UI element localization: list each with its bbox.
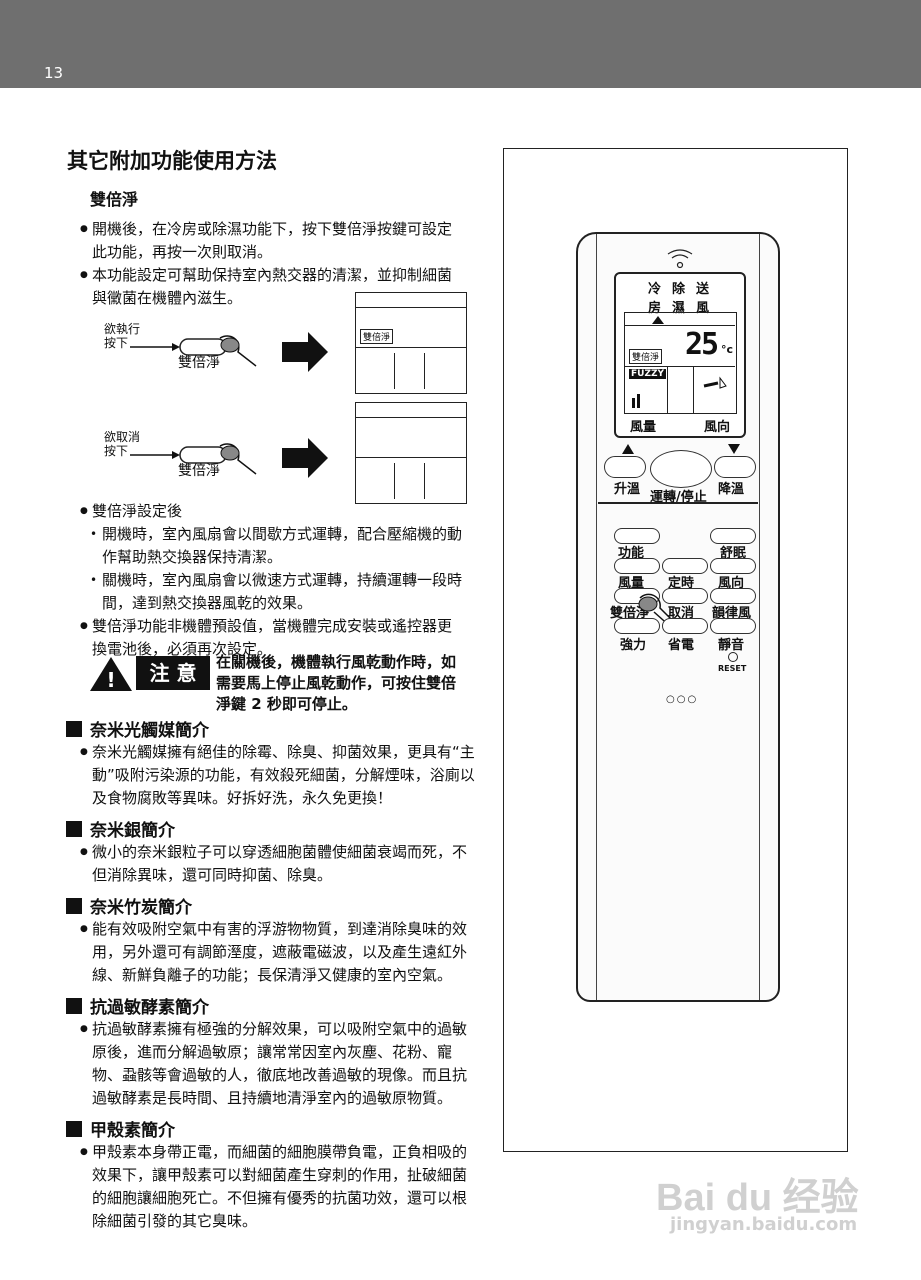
signal-icon — [667, 249, 693, 269]
section-text: 抗過敏酵素擁有極強的分解效果，可以吸附空氣中的過敏原後，進而分解過敏原；讓常常因… — [80, 1018, 477, 1110]
after-setting-item: 開機時，室內風扇會以間歇方式運轉，配合壓縮機的動作幫助熱交換器保持清潔。 — [80, 523, 465, 569]
watermark-brand: Bai du 经验 — [656, 1177, 859, 1219]
direction-label: 風向 — [718, 576, 745, 591]
button-label-2: 雙倍淨 — [178, 463, 220, 479]
cancel-button[interactable] — [662, 588, 708, 604]
square-bullet-icon — [66, 720, 82, 737]
temp-up-label: 升溫 — [614, 482, 641, 497]
caution-text: 在關機後，機體執行風乾動作時，如需要馬上停止風乾動作，可按住雙倍淨鍵 2 秒即可… — [216, 653, 457, 713]
header-bar: 13 — [0, 0, 921, 88]
double-clean-label: 雙倍淨 — [610, 606, 650, 621]
vane-icon — [703, 376, 727, 389]
feature-sections: 奈米光觸媒簡介 奈米光觸媒擁有絕佳的除霉、除臭、抑菌效果，更具有“主動”吸附污染… — [66, 716, 475, 1233]
timer-button[interactable] — [662, 558, 708, 574]
lcd-direction-label: 風向 — [704, 420, 731, 435]
temp-down-button[interactable] — [714, 456, 756, 478]
lcd-badge: 雙倍淨 — [360, 329, 394, 344]
lcd-panel-off — [355, 402, 467, 504]
watermark-url: jingyan.baidu.com — [670, 1214, 858, 1235]
reset-label: RESET — [718, 664, 747, 673]
quiet-button[interactable] — [710, 618, 756, 634]
section-nano-bamboo: 奈米竹炭簡介 能有效吸附空氣中有害的浮游物物質，到達消除臭味的效用，另外還可有調… — [66, 893, 471, 987]
temp-down-label: 降溫 — [718, 482, 745, 497]
power-button[interactable] — [650, 450, 712, 488]
lcd-unit: °c — [721, 343, 734, 356]
mode-label: 冷 — [648, 282, 662, 297]
lcd-inner: 雙倍淨 FUZZY 25 °c — [624, 312, 737, 414]
mode-label: 送 — [696, 282, 710, 297]
page-number: 13 — [44, 64, 64, 82]
cancel-label: 取消 — [668, 606, 695, 621]
square-bullet-icon — [66, 820, 82, 837]
section-text: 微小的奈米銀粒子可以穿透細胞菌體使細菌衰竭而死，不但消除異味，還可同時抑菌、除臭… — [80, 841, 477, 887]
eco-button[interactable] — [662, 618, 708, 634]
section-heading: 奈米銀簡介 — [90, 821, 175, 841]
section-nano-photocatalyst: 奈米光觸媒簡介 奈米光觸媒擁有絕佳的除霉、除臭、抑菌效果，更具有“主動”吸附污染… — [66, 716, 475, 810]
section-chitosan: 甲殼素簡介 甲殼素本身帶正電，而細菌的細胞膜帶負電，正負相吸的效果下，讓甲殼素可… — [66, 1116, 471, 1233]
warning-triangle-icon: ! — [90, 657, 132, 692]
cancel-press-label: 欲取消 按下 — [104, 430, 141, 458]
eco-label: 省電 — [668, 638, 695, 653]
bullet-item: 開機後，在冷房或除濕功能下，按下雙倍淨按鍵可設定此功能，再按一次則取消。 — [80, 218, 465, 264]
remote-figure-frame — [503, 148, 848, 1152]
lcd-fan-label: 風量 — [630, 420, 657, 435]
caution-label: 注 意 — [136, 656, 210, 690]
double-clean-bullets: 開機後，在冷房或除濕功能下，按下雙倍淨按鍵可設定此功能，再按一次則取消。 本功能… — [80, 218, 465, 310]
temp-up-button[interactable] — [604, 456, 646, 478]
sleep-button[interactable] — [710, 528, 756, 544]
rhythm-button[interactable] — [710, 588, 756, 604]
section-text: 能有效吸附空氣中有害的浮游物物質，到達消除臭味的效用，另外還可有調節溼度，遮蔽電… — [80, 918, 477, 987]
section-text: 甲殼素本身帶正電，而細菌的細胞膜帶負電，正負相吸的效果下，讓甲殼素可以對細菌產生… — [80, 1141, 477, 1233]
indicator-dots: ○○○ — [666, 694, 699, 705]
default-note: 雙倍淨功能非機體預設值，當機體完成安裝或遙控器更換電池後，必須再次設定。 — [80, 615, 465, 661]
power-label: 運轉/停止 — [650, 490, 707, 505]
after-setting-block: 雙倍淨設定後 開機時，室內風扇會以間歇方式運轉，配合壓縮機的動作幫助熱交換器保持… — [80, 500, 465, 661]
button-label-1: 雙倍淨 — [178, 355, 220, 371]
svg-text:!: ! — [106, 668, 115, 692]
section-anti-allergy: 抗過敏酵素簡介 抗過敏酵素擁有極強的分解效果，可以吸附空氣中的過敏原後，進而分解… — [66, 993, 471, 1110]
direction-button[interactable] — [710, 558, 756, 574]
fan-button[interactable] — [614, 558, 660, 574]
bullet-item: 本功能設定可幫助保持室內熱交器的清潔，並抑制細菌與黴菌在機體內滋生。 — [80, 264, 465, 310]
function-label: 功能 — [618, 546, 645, 561]
timer-label: 定時 — [668, 576, 695, 591]
big-arrow-1-icon — [282, 332, 328, 372]
sleep-label: 舒眠 — [720, 546, 747, 561]
remote-lcd — [614, 272, 746, 438]
square-bullet-icon — [66, 897, 82, 914]
after-setting-item: 關機時，室內風扇會以微速方式運轉，持續運轉一段時間，達到熱交換器風乾的效果。 — [80, 569, 465, 615]
reset-button[interactable] — [728, 652, 738, 662]
lcd-temperature: 25 — [685, 327, 719, 362]
rhythm-label: 韻律風 — [712, 606, 752, 621]
arrow-and-button-2 — [130, 443, 257, 475]
section-text: 奈米光觸媒擁有絕佳的除霉、除臭、抑菌效果，更具有“主動”吸附污染源的功能，有效殺… — [80, 741, 477, 810]
section-heading: 甲殼素簡介 — [90, 1121, 175, 1141]
fuzzy-badge: FUZZY — [629, 369, 667, 379]
execute-press-label: 欲執行 按下 — [104, 322, 141, 350]
lcd-badge: 雙倍淨 — [629, 349, 663, 364]
strong-label: 強力 — [620, 638, 647, 653]
square-bullet-icon — [66, 997, 82, 1014]
quiet-label: 靜音 — [718, 638, 745, 653]
after-setting-heading: 雙倍淨設定後 — [80, 500, 465, 523]
section-heading: 奈米光觸媒簡介 — [90, 721, 209, 741]
strong-button[interactable] — [614, 618, 660, 634]
big-arrow-2-icon — [282, 438, 328, 478]
triangle-up-icon — [652, 316, 664, 324]
arrow-and-button-1 — [130, 335, 257, 367]
square-bullet-icon — [66, 1120, 82, 1137]
lcd-panel-on: 雙倍淨 — [355, 292, 467, 394]
fan-label: 風量 — [618, 576, 645, 591]
page-title: 其它附加功能使用方法 — [67, 149, 277, 173]
triangle-down-icon — [728, 444, 740, 454]
function-button[interactable] — [614, 528, 660, 544]
section-nano-silver: 奈米銀簡介 微小的奈米銀粒子可以穿透細胞菌體使細菌衰竭而死，不但消除異味，還可同… — [66, 816, 471, 887]
triangle-up-icon — [622, 444, 634, 454]
fan-bars-icon — [632, 394, 640, 408]
mode-label: 除 — [672, 282, 686, 297]
section-heading: 抗過敏酵素簡介 — [90, 998, 209, 1018]
double-clean-heading: 雙倍淨 — [90, 190, 139, 209]
section-heading: 奈米竹炭簡介 — [90, 898, 192, 918]
mode-labels: 冷 除 送 房 濕 風 — [648, 278, 720, 316]
